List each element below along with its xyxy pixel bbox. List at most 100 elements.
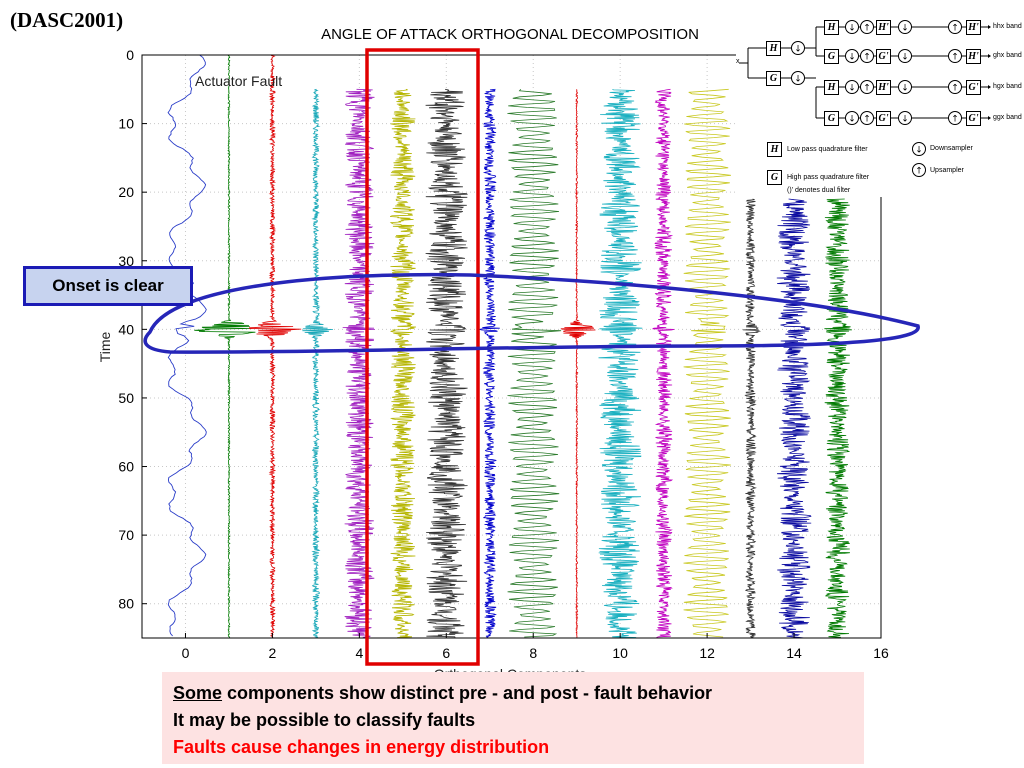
bank-gdual-box: G': [876, 111, 891, 126]
y-tick-label: 40: [118, 321, 134, 337]
upsampler-icon: ↑: [912, 163, 926, 177]
bank-h-box: H: [824, 20, 839, 35]
bank-g-box: G: [766, 71, 781, 86]
downsampler-glyph: ↓: [848, 53, 856, 63]
component-trace: [194, 54, 256, 638]
component-trace: [598, 88, 643, 638]
legend-h-box: H: [767, 142, 782, 157]
component-trace: [652, 88, 675, 638]
note-line-2: It may be possible to classify faults: [173, 710, 476, 730]
component-trace: [342, 88, 375, 638]
upsampler-glyph: ↑: [863, 53, 871, 63]
filter-bank-diagram: ↓↓↓↑↓↑↓↑↓↑↓↑↓↑↓↑↓↑↓↑ x H G H G H G H' G'…: [736, 0, 1024, 197]
notes-box: Some components show distinct pre - and …: [162, 672, 864, 764]
component-trace: [824, 198, 853, 639]
bank-gdual-box: G': [966, 111, 981, 126]
bank-hdual-box: H': [876, 20, 891, 35]
downsampler-icon: ↓: [791, 71, 805, 85]
component-trace: [683, 88, 731, 638]
band-label: hgx band: [993, 83, 1022, 90]
y-tick-label: 20: [118, 184, 134, 200]
upsampler-glyph: ↑: [863, 24, 871, 34]
downsampler-glyph: ↓: [901, 84, 909, 94]
upsampler-icon: ↑: [948, 111, 962, 125]
legend-high-text: High pass quadrature filter: [787, 174, 870, 181]
component-trace: [479, 88, 500, 638]
downsampler-glyph: ↓: [848, 84, 856, 94]
upsampler-glyph: ↑: [951, 115, 959, 125]
y-tick-label: 60: [118, 459, 134, 475]
upsampler-icon: ↑: [948, 80, 962, 94]
plot-frame: [141, 54, 882, 639]
actuator-fault-annotation: Actuator Fault: [195, 73, 282, 89]
downsampler-icon: ↓: [898, 80, 912, 94]
x-tick-label: 0: [182, 645, 190, 661]
legend-up-text: Upsampler: [930, 167, 964, 174]
chart-title: ANGLE OF ATTACK ORTHOGONAL DECOMPOSITION: [321, 26, 699, 43]
band-label: hhx band: [993, 23, 1022, 30]
y-tick-label: 10: [118, 116, 134, 132]
note-line-1: Some components show distinct pre - and …: [173, 680, 854, 707]
band-label: ggx band: [993, 114, 1022, 121]
bank-gdual-box: G': [876, 49, 891, 64]
component-trace: [742, 198, 762, 639]
note-line-3: Faults cause changes in energy distribut…: [173, 737, 550, 757]
downsampler-icon: ↓: [898, 111, 912, 125]
legend-dual-text: ()' denotes dual filter: [787, 187, 851, 194]
x-tick-label: 16: [873, 645, 889, 661]
downsampler-glyph: ↓: [915, 146, 923, 156]
bank-input-label: x: [736, 58, 740, 65]
upsampler-glyph: ↑: [863, 84, 871, 94]
filter-bank-wires: ↓↓↓↑↓↑↓↑↓↑↓↑↓↑↓↑↓↑↓↑: [739, 20, 991, 177]
upsampler-icon: ↑: [860, 20, 874, 34]
downsampler-icon: ↓: [898, 49, 912, 63]
legend-low-text: Low pass quadrature filter: [787, 146, 868, 153]
x-tick-label: 12: [699, 645, 715, 661]
x-tick-label: 8: [529, 645, 537, 661]
downsampler-icon: ↓: [845, 111, 859, 125]
component-trace: [248, 54, 302, 638]
bank-h-box: H: [824, 80, 839, 95]
slide-tag: (DASC2001): [10, 8, 124, 32]
component-trace: [776, 198, 812, 639]
band-label: ghx band: [993, 52, 1022, 59]
bank-g-box: G: [824, 111, 839, 126]
downsampler-glyph: ↓: [901, 24, 909, 34]
note-emphasis: Some: [173, 683, 223, 703]
bank-hdual-box: H': [876, 80, 891, 95]
bank-hdual-box: H': [966, 49, 981, 64]
y-tick-label: 70: [118, 527, 134, 543]
y-tick-label: 30: [118, 253, 134, 269]
downsampler-icon: ↓: [845, 80, 859, 94]
y-tick-label: 80: [118, 596, 134, 612]
component-trace: [560, 89, 596, 638]
downsampler-icon: ↓: [791, 41, 805, 55]
downsampler-glyph: ↓: [848, 115, 856, 125]
upsampler-glyph: ↑: [863, 115, 871, 125]
x-tick-label: 4: [355, 645, 363, 661]
component-trace: [389, 88, 417, 638]
legend-g-box: G: [767, 170, 782, 185]
downsampler-icon: ↓: [898, 20, 912, 34]
downsampler-glyph: ↓: [901, 53, 909, 63]
component-trace: [507, 89, 562, 638]
x-tick-label: 2: [269, 645, 277, 661]
downsampler-icon: ↓: [912, 142, 926, 156]
legend-down-text: Downsampler: [930, 145, 973, 152]
upsampler-icon: ↑: [948, 49, 962, 63]
highlight-box: [365, 48, 480, 666]
downsampler-icon: ↓: [845, 20, 859, 34]
x-tick-label: 6: [442, 645, 450, 661]
upsampler-icon: ↑: [860, 111, 874, 125]
y-axis-label: Time: [97, 331, 113, 362]
bank-gdual-box: G': [966, 80, 981, 95]
x-tick-label: 14: [786, 645, 802, 661]
component-trace: [167, 54, 207, 637]
upsampler-icon: ↑: [860, 80, 874, 94]
upsampler-glyph: ↑: [951, 53, 959, 63]
x-tick-label: 10: [612, 645, 628, 661]
onset-callout: Onset is clear: [23, 266, 193, 306]
upsampler-glyph: ↑: [951, 84, 959, 94]
bank-g-box: G: [824, 49, 839, 64]
